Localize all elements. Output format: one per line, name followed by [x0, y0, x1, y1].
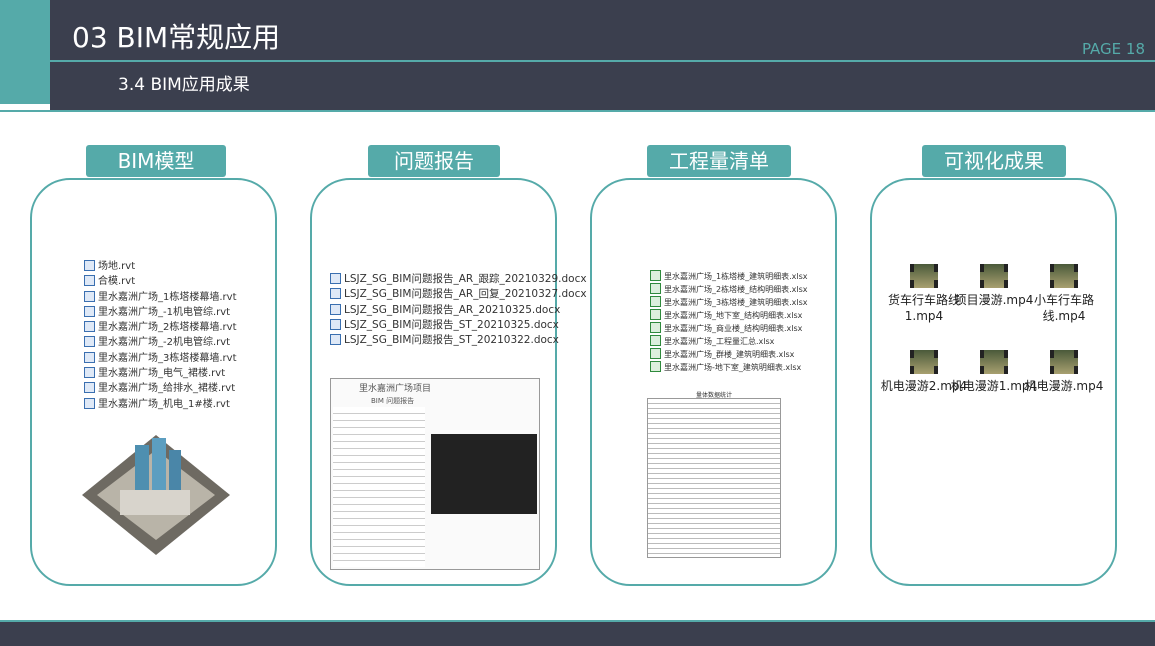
- video-icon: [980, 264, 1008, 288]
- rvt-file-icon: [84, 382, 95, 394]
- quantity-sheet-preview: [647, 398, 781, 558]
- video-file[interactable]: 货车行车路线1.mp4: [874, 264, 974, 324]
- excel-file-icon: [650, 335, 661, 346]
- page-number: PAGE 18: [1081, 40, 1145, 58]
- label-issue-report: 问题报告: [368, 145, 500, 177]
- rvt-file-icon: [84, 260, 95, 271]
- file-item[interactable]: LSJZ_SG_BIM问题报告_ST_20210325.docx: [330, 318, 587, 333]
- report-doc-title: 里水嘉洲广场项目: [359, 384, 432, 394]
- word-file-icon: [330, 318, 341, 330]
- file-item[interactable]: 里水嘉洲广场_工程量汇总.xlsx: [650, 335, 808, 348]
- word-file-icon: [330, 334, 341, 346]
- excel-file-icon: [650, 348, 661, 359]
- file-item[interactable]: 里水嘉洲广场_-2机电管综.rvt: [84, 335, 237, 350]
- file-item[interactable]: LSJZ_SG_BIM问题报告_AR_回复_20210327.docx: [330, 287, 587, 302]
- page-title: 03 BIM常规应用: [72, 21, 281, 54]
- label-visualization: 可视化成果: [922, 145, 1066, 177]
- rvt-file-icon: [84, 351, 95, 363]
- divider: [0, 110, 1155, 112]
- file-item[interactable]: 里水嘉洲广场_2栋塔楼幕墙.rvt: [84, 320, 237, 335]
- video-file[interactable]: 机电漫游1.mp4: [944, 350, 1044, 394]
- rvt-file-icon: [84, 275, 95, 287]
- report-preview: 里水嘉洲广场项目 BIM 问题报告: [330, 378, 540, 570]
- word-file-icon: [330, 303, 341, 315]
- file-item[interactable]: 里水嘉洲广场-地下室_建筑明细表.xlsx: [650, 361, 808, 374]
- word-file-icon: [330, 288, 341, 300]
- excel-file-icon: [650, 296, 661, 307]
- divider: [50, 60, 1155, 62]
- video-icon: [980, 350, 1008, 374]
- label-quantity-list: 工程量清单: [647, 145, 791, 177]
- file-item[interactable]: 里水嘉洲广场_3栋塔楼幕墙.rvt: [84, 351, 237, 366]
- rvt-file-icon: [84, 336, 95, 348]
- xlsx-file-list: 里水嘉洲广场_1栋塔楼_建筑明细表.xlsx 里水嘉洲广场_2栋塔楼_结构明细表…: [650, 270, 808, 374]
- accent-block: [0, 0, 50, 104]
- file-item[interactable]: 场地.rvt: [84, 259, 237, 274]
- file-item[interactable]: 里水嘉洲广场_3栋塔楼_建筑明细表.xlsx: [650, 296, 808, 309]
- subheader-bar: [50, 62, 1155, 110]
- video-icon: [1050, 264, 1078, 288]
- rvt-file-icon: [84, 321, 95, 333]
- video-file[interactable]: 机电漫游.mp4: [1014, 350, 1114, 394]
- report-doc-subtitle: BIM 问题报告: [371, 397, 415, 405]
- header-bar: [0, 0, 1155, 60]
- rvt-file-icon: [84, 305, 95, 317]
- footer-bar: [0, 620, 1155, 646]
- file-item[interactable]: LSJZ_SG_BIM问题报告_ST_20210322.docx: [330, 333, 587, 348]
- section-subtitle: 3.4 BIM应用成果: [118, 75, 250, 95]
- file-item[interactable]: 里水嘉洲广场_-1机电管综.rvt: [84, 305, 237, 320]
- word-file-icon: [330, 273, 341, 284]
- video-file[interactable]: 机电漫游2.mp4: [874, 350, 974, 394]
- file-item[interactable]: 里水嘉洲广场_2栋塔楼_结构明细表.xlsx: [650, 283, 808, 296]
- excel-file-icon: [650, 283, 661, 294]
- file-item[interactable]: LSJZ_SG_BIM问题报告_AR_跟踪_20210329.docx: [330, 272, 587, 287]
- rvt-file-list: 场地.rvt 合模.rvt 里水嘉洲广场_1栋塔楼幕墙.rvt 里水嘉洲广场_-…: [84, 259, 237, 412]
- video-file[interactable]: 项目漫游.mp4: [944, 264, 1044, 308]
- file-item[interactable]: 里水嘉洲广场_机电_1#楼.rvt: [84, 397, 237, 412]
- file-item[interactable]: 里水嘉洲广场_群楼_建筑明细表.xlsx: [650, 348, 808, 361]
- file-item[interactable]: 里水嘉洲广场_给排水_裙楼.rvt: [84, 381, 237, 396]
- video-icon: [910, 264, 938, 288]
- label-bim-model: BIM模型: [86, 145, 226, 177]
- file-item[interactable]: 里水嘉洲广场_地下室_结构明细表.xlsx: [650, 309, 808, 322]
- file-item[interactable]: 合模.rvt: [84, 274, 237, 289]
- excel-file-icon: [650, 309, 661, 320]
- file-item[interactable]: 里水嘉洲广场_商业楼_结构明细表.xlsx: [650, 322, 808, 335]
- file-item[interactable]: 里水嘉洲广场_1栋塔楼幕墙.rvt: [84, 290, 237, 305]
- video-icon: [1050, 350, 1078, 374]
- file-item[interactable]: LSJZ_SG_BIM问题报告_AR_20210325.docx: [330, 303, 587, 318]
- rvt-file-icon: [84, 367, 95, 379]
- card-visualization: [870, 178, 1117, 586]
- file-item[interactable]: 里水嘉洲广场_1栋塔楼_建筑明细表.xlsx: [650, 270, 808, 283]
- excel-file-icon: [650, 322, 661, 333]
- video-icon: [910, 350, 938, 374]
- docx-file-list: LSJZ_SG_BIM问题报告_AR_跟踪_20210329.docx LSJZ…: [330, 272, 587, 348]
- building-model-render: [82, 435, 230, 555]
- rvt-file-icon: [84, 290, 95, 302]
- video-file[interactable]: 小车行车路线.mp4: [1014, 264, 1114, 324]
- file-item[interactable]: 里水嘉洲广场_电气_裙楼.rvt: [84, 366, 237, 381]
- excel-file-icon: [650, 361, 661, 372]
- sheet-title: 量体数据统计: [695, 392, 732, 399]
- excel-file-icon: [650, 270, 661, 281]
- rvt-file-icon: [84, 397, 95, 409]
